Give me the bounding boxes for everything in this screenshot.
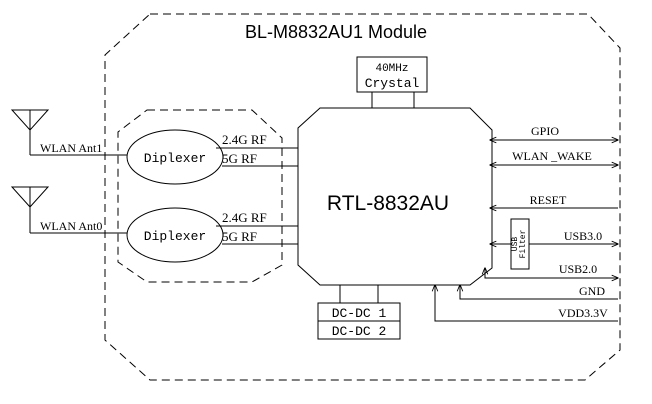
- usb-filter-label-1: USB: [511, 237, 520, 252]
- dcdc-label-2: DC-DC 2: [332, 324, 387, 339]
- chip-label: RTL-8832AU: [327, 192, 449, 215]
- wlan-wake-label: WLAN _WAKE: [512, 149, 592, 163]
- crystal-label-1: 40MHz: [375, 63, 408, 75]
- reset-label: RESET: [530, 193, 567, 207]
- antenna-ant0: [10, 186, 50, 233]
- diplexer-top-label: Diplexer: [144, 151, 206, 166]
- vdd-label: VDD3.3V: [558, 306, 608, 320]
- diplexer-top: [126, 129, 224, 185]
- dcdc-label-1: DC-DC 1: [332, 306, 387, 321]
- rf-label-bottom-5g: 5G RF: [222, 229, 257, 244]
- antenna-label-ant1: WLAN Ant1: [40, 141, 102, 155]
- module-title: BL-M8832AU1 Module: [245, 22, 427, 42]
- module-outline: [104, 13, 621, 381]
- vdd-signal: [435, 285, 618, 322]
- rf-label-bottom-24g: 2.4G RF: [222, 210, 267, 225]
- rf-label-top-5g: 5G RF: [222, 151, 257, 166]
- crystal-box: [356, 56, 428, 93]
- usb-filter-label-2: Filter: [519, 229, 528, 258]
- gnd-label: GND: [579, 284, 605, 298]
- antenna-label-ant0: WLAN Ant0: [40, 219, 102, 233]
- gnd-signal: [460, 285, 618, 300]
- rf-label-top-24g: 2.4G RF: [222, 132, 267, 147]
- diplexer-bottom-label: Diplexer: [144, 229, 206, 244]
- usb2-signal: [485, 268, 618, 278]
- crystal-label-2: Crystal: [365, 76, 420, 91]
- usb3-label: USB3.0: [564, 229, 602, 243]
- diplexer-bottom: [126, 207, 224, 263]
- chip-rtl8832au: [297, 107, 493, 286]
- gpio-label: GPIO: [531, 124, 559, 138]
- rf-frontend-group: [117, 109, 283, 283]
- antenna-ant1: [10, 109, 50, 155]
- usb2-label: USB2.0: [559, 262, 597, 276]
